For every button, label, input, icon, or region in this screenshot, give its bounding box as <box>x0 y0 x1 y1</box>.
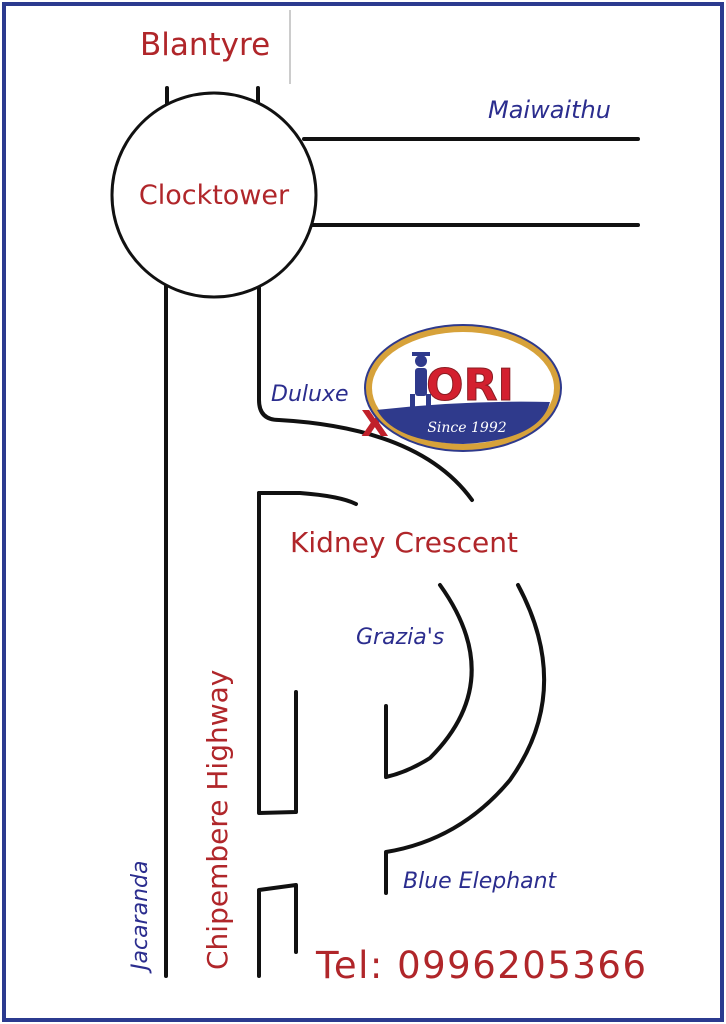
logo-figure-icon <box>410 352 431 416</box>
ori-logo: ORI Since 1992 <box>364 324 562 452</box>
clocktower-circle <box>110 91 318 299</box>
maiwaithu-label: Maiwaithu <box>488 96 611 124</box>
road-kidney-block-left <box>257 491 298 815</box>
road-network <box>164 86 640 978</box>
logo-blue-band <box>377 401 550 444</box>
chipembere-highway-label: Chipembere Highway <box>201 670 234 970</box>
jacaranda-label: Jacaranda <box>128 861 153 974</box>
road-bottom-block <box>257 883 298 978</box>
logo-tagline: Since 1992 <box>427 420 506 436</box>
phone-number: Tel: 0996205366 <box>315 944 648 987</box>
kidney-crescent-label: Kidney Crescent <box>290 526 518 559</box>
logo-brand-text: ORI <box>426 360 514 411</box>
city-label-blantyre: Blantyre <box>140 27 270 63</box>
road-kidney-inner-top <box>257 491 358 506</box>
grazias-label: Grazia's <box>356 625 444 650</box>
blue-elephant-label: Blue Elephant <box>403 869 558 894</box>
road-kidney-crescent-outer <box>384 583 547 895</box>
road-kidney-crescent-inner <box>384 583 474 779</box>
road-duluxe <box>257 280 474 502</box>
clocktower-label: Clocktower <box>139 180 290 211</box>
duluxe-label: Duluxe <box>271 382 349 407</box>
